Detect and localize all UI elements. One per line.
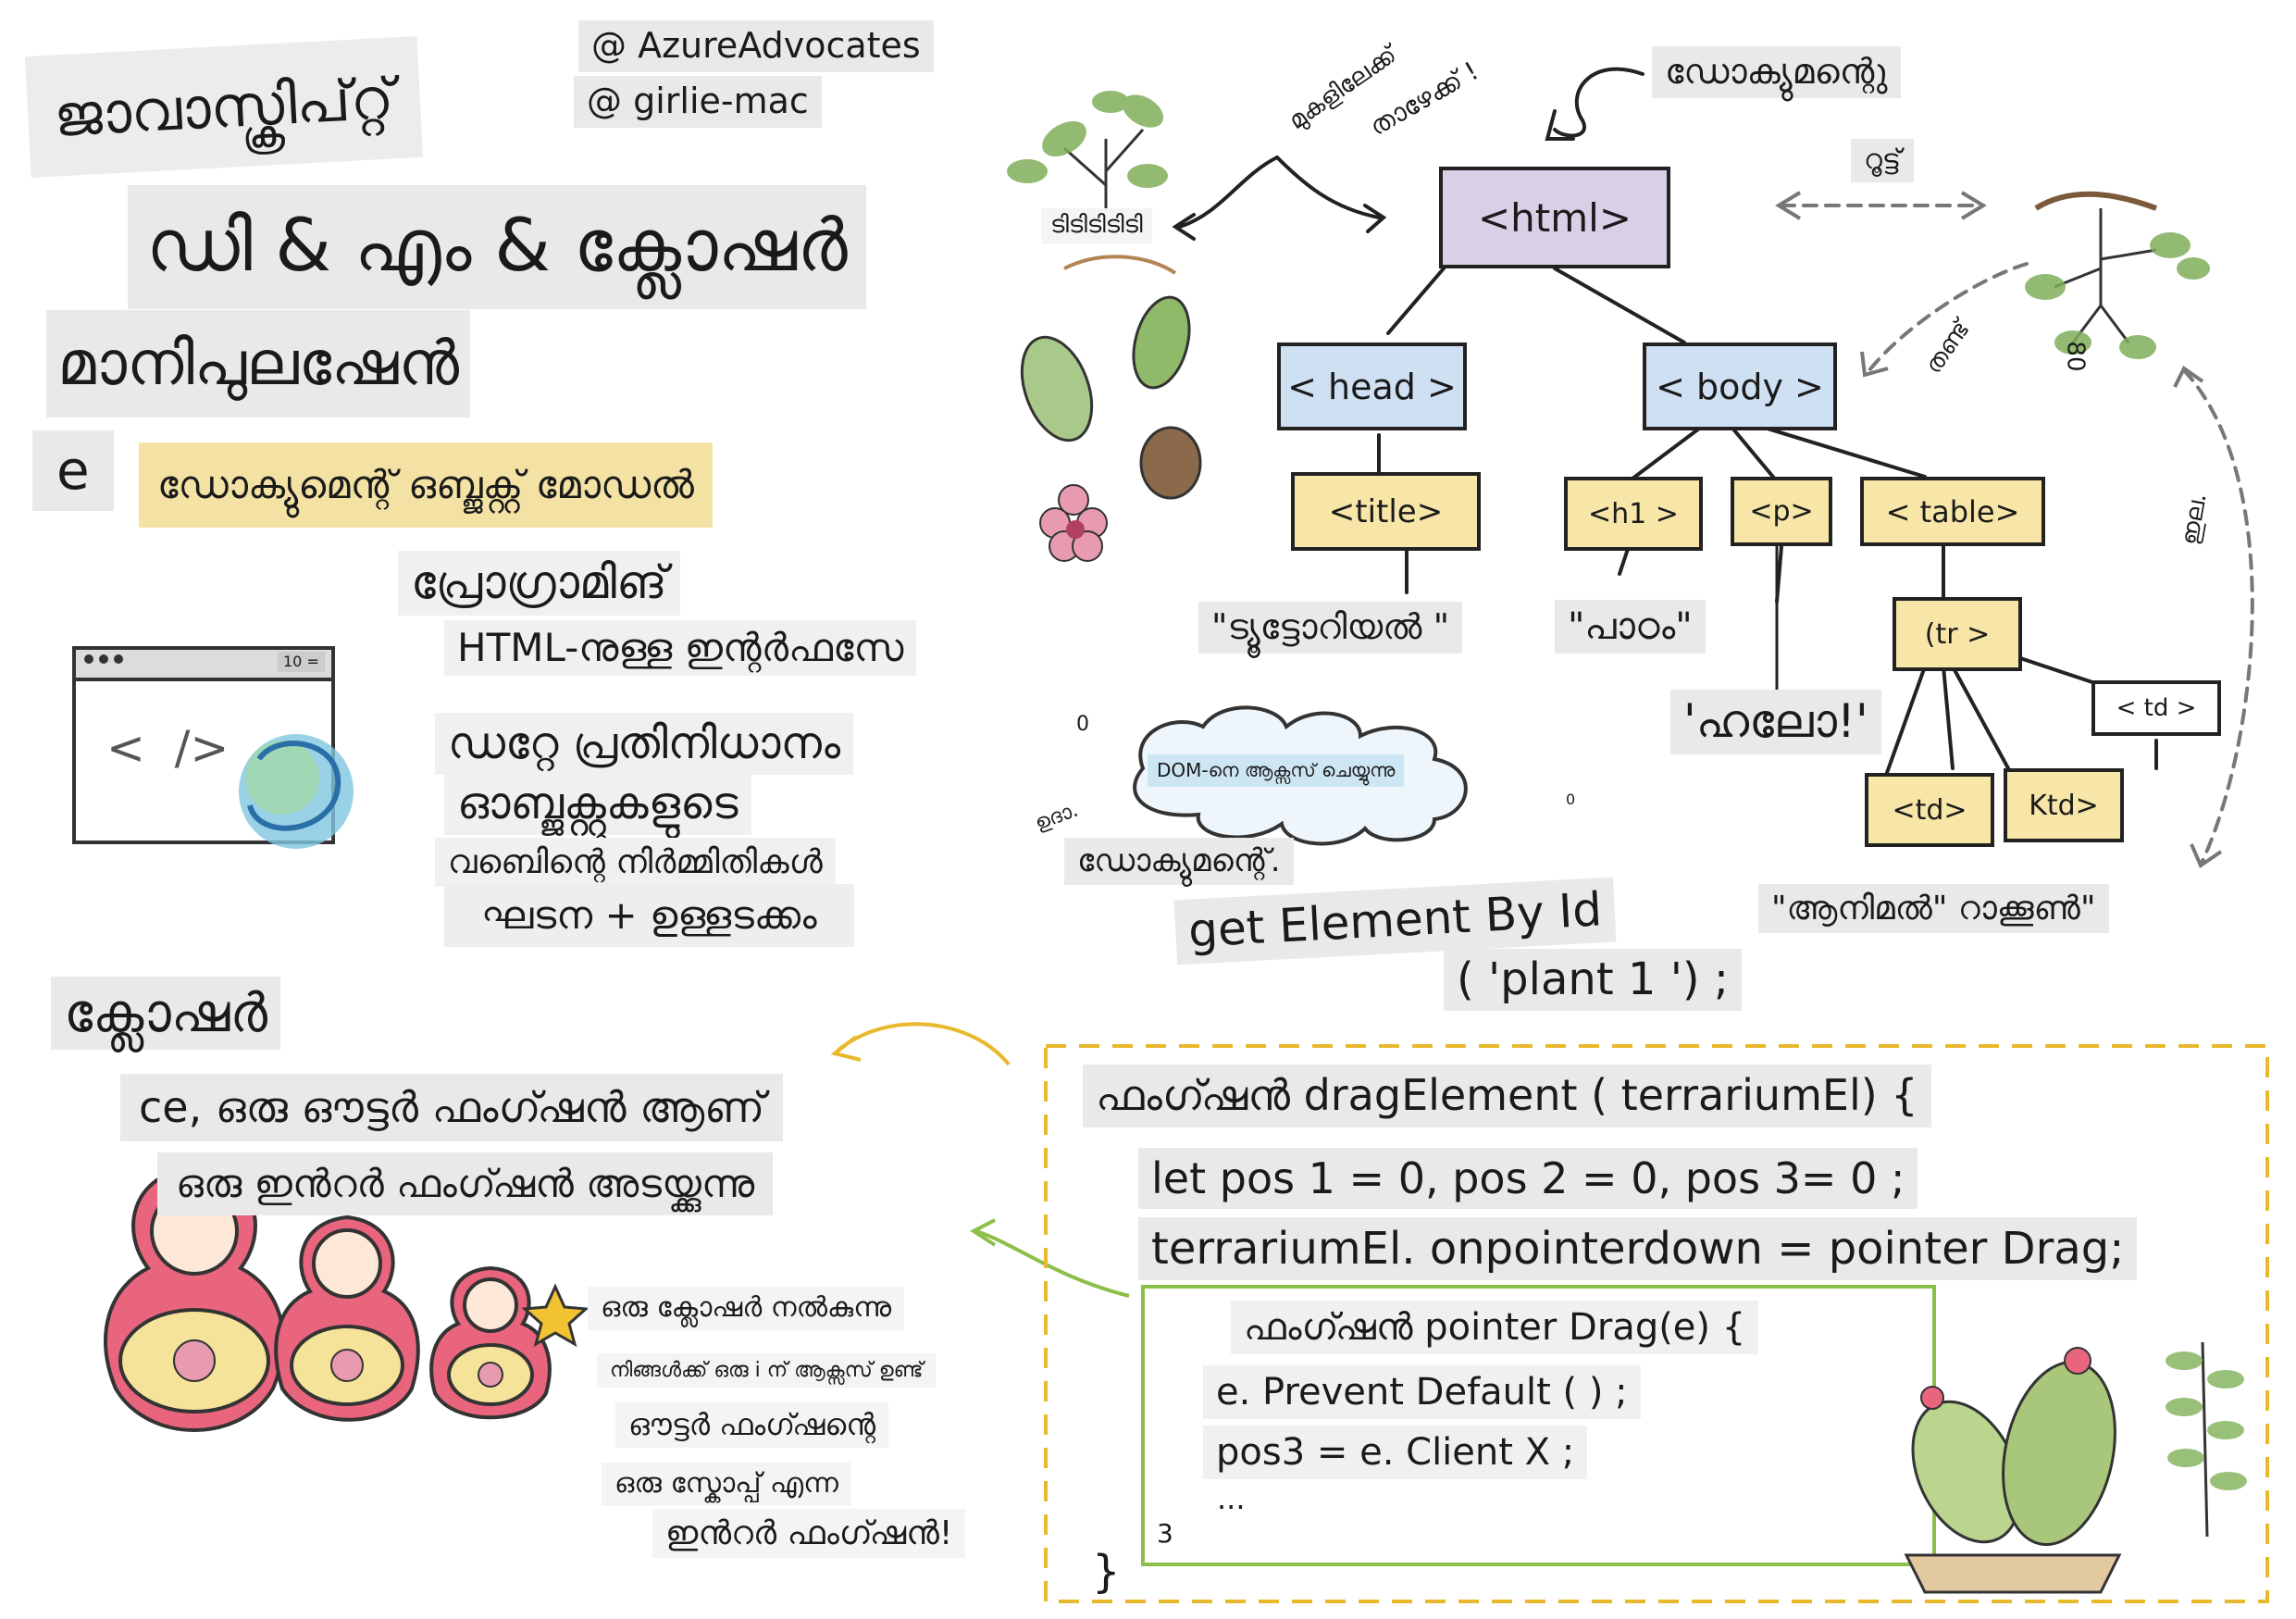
cloud-zero-right: 0 (1566, 791, 1576, 808)
node-td-middle: Ktd> (2004, 768, 2124, 842)
closure-line-2: ഒരു ഇൻറർ ഫംഗ്ഷൻ അടയ്ക്കുന്നു (157, 1152, 774, 1216)
inner-line-3: pos3 = e. Client X ; (1203, 1426, 1588, 1479)
plant-argument: ( 'plant 1 ') ; (1444, 949, 1743, 1012)
plant-label: ടിടിടിടിടി (1041, 208, 1152, 243)
document-label: ഡോക്യുമന്റെു (1652, 46, 1901, 98)
code-line-1: ഫംഗ്ഷൻ dragElement ( terrariumEl) { (1083, 1065, 1931, 1127)
code-line-2: let pos 1 = 0, pos 2 = 0, pos 3= 0 ; (1138, 1148, 1918, 1209)
web-structures: വബെിന്റെ നിർമ്മിതികൾ (435, 838, 836, 888)
inner-line-2: e. Prevent Default ( ) ; (1203, 1365, 1641, 1419)
node-tr: (tr > (1893, 597, 2022, 671)
node-head: < head > (1277, 342, 1467, 430)
outer-close: } (1092, 1546, 1121, 1598)
node-p: <p> (1731, 477, 1832, 546)
subtitle: ഡോക്യുമെന്റ് ഒബ്ജക്റ്റ് മോഡൽ (139, 442, 713, 529)
node-h1: <h1 > (1564, 477, 1703, 551)
closure-note-1: ഒരു ക്ലോഷർ നൽകുന്നു (588, 1287, 905, 1330)
programming-label: പ്രോഗ്രാമിങ് (398, 551, 680, 616)
code-brackets-icon: < /> (106, 721, 230, 775)
browser-counter: 10 = (278, 652, 325, 673)
closure-note-4: ഒരു സ്കോപ്പ് എന്ന (602, 1463, 851, 1506)
title-line-1: ജാവാസ്ക്രിപ്റ്റ് (24, 36, 423, 179)
interface-label: HTML-നുള്ള ഇന്റർഫസേ (444, 620, 917, 677)
closure-note-5: ഇൻറർ ഫംഗ്ഷൻ! (652, 1509, 966, 1559)
text-tutorial: "ട്യൂട്ടോറിയൽ " (1198, 602, 1463, 654)
data-representation: ഡറ്റേ പ്രതിനിധാനം (435, 713, 854, 776)
closure-note-2: നിങ്ങൾക്ക് ഒരു i ന് ആക്സസ് ഉണ്ട് (597, 1353, 937, 1389)
inner-close: 3 (1157, 1518, 1173, 1549)
title-line-2: ഡി & എം & ക്ലോഷർ (128, 185, 866, 309)
code-line-3: terrariumEl. onpointerdown = pointer Dra… (1138, 1217, 2138, 1280)
node-td-left: <td> (1865, 773, 1994, 847)
node-title: <title> (1291, 472, 1481, 551)
eight-label: 80 (2061, 341, 2090, 372)
closure-line-1: ce, ഒരു ഔട്ടർ ഫംഗ്ഷൻ ആണ് (120, 1074, 784, 1141)
handle-girlie: @ girlie-mac (574, 76, 822, 128)
subtitle-bullet: e (32, 430, 114, 511)
node-body: < body > (1643, 342, 1837, 430)
node-html: <html> (1439, 167, 1670, 268)
title-line-3: മാനിപുലഷേൻ (46, 310, 471, 417)
text-lesson: "പാഠം" (1555, 600, 1706, 654)
inner-line-1: ഫംഗ്ഷൻ pointer Drag(e) { (1231, 1301, 1759, 1354)
structure-content: ഘടന + ഉള്ളടക്കം (444, 884, 854, 948)
handle-azure: @ AzureAdvocates (578, 20, 934, 72)
cloud-zero-left: 0 (1076, 713, 1089, 736)
root-label: റൂട്ട് (1851, 139, 1915, 182)
objects-label: ഓബ്ജക്റ്റുകളുടെ (444, 773, 751, 836)
text-hello: 'ഹലോ!' (1670, 690, 1881, 754)
closure-note-3: ഔട്ടർ ഫംഗ്ഷന്റെ (615, 1402, 889, 1448)
node-td-right: < td > (2091, 680, 2221, 736)
text-animal: "ആനിമൽ" റാക്കൂൺ" (1758, 884, 2109, 934)
cloud-label: DOM-നെ ആക്സസ് ചെയ്യുന്നു (1148, 754, 1405, 787)
inner-ellipsis: ... (1217, 1481, 1246, 1516)
node-table: < table> (1860, 477, 2045, 546)
document-object: ഡോക്യുമന്റെ്. (1064, 838, 1294, 886)
closure-heading: ക്ലോഷർ (51, 977, 280, 1050)
